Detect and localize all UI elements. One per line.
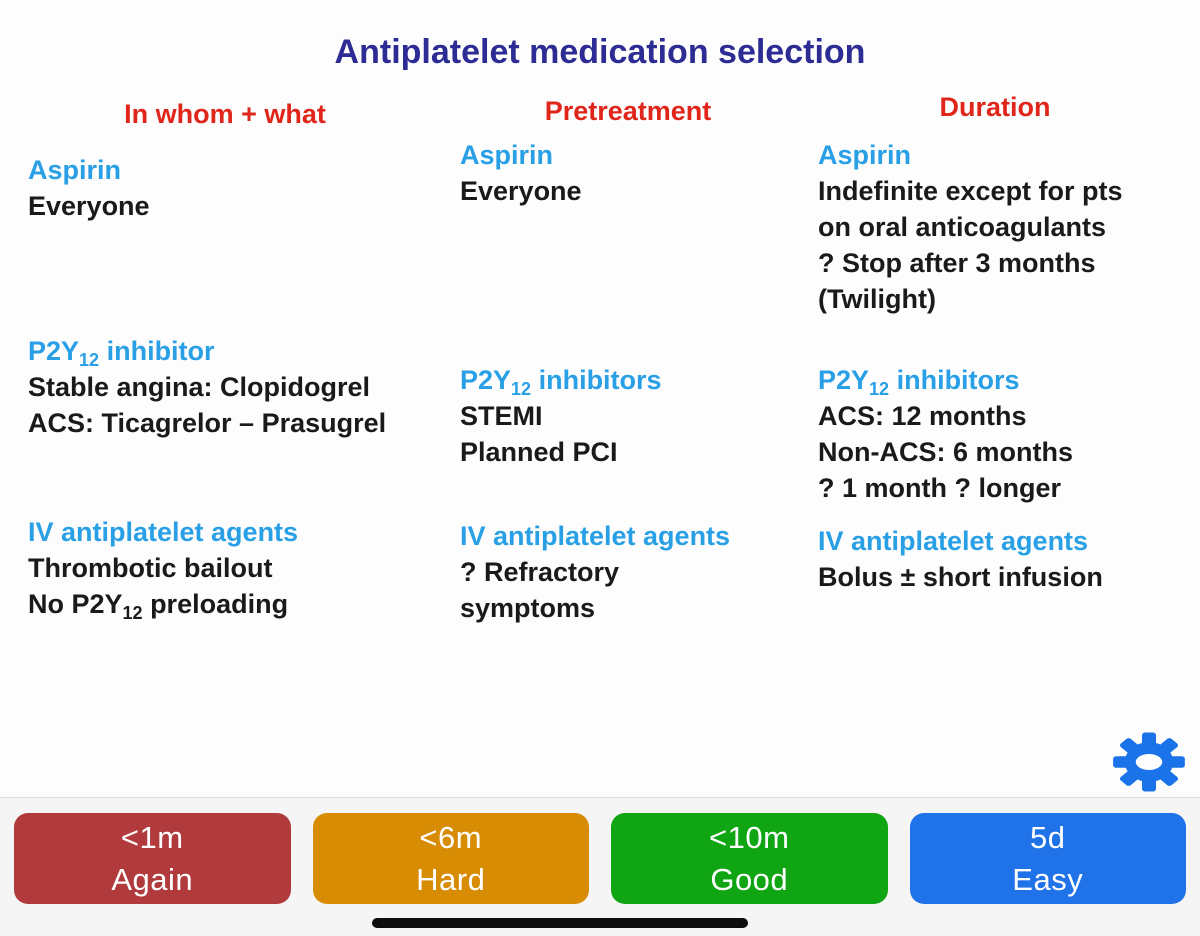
section-line: (Twilight): [818, 284, 936, 314]
section-heading: P2Y12 inhibitors: [818, 365, 1020, 399]
section-heading: IV antiplatelet agents: [460, 521, 731, 551]
answer-button-easy[interactable]: 5d Easy: [909, 813, 1186, 904]
section-line: Non-ACS: 6 months: [818, 437, 1073, 467]
answer-time: <1m: [120, 819, 184, 855]
section-line: symptoms: [460, 593, 596, 623]
section-p2y12-duration: P2Y12 inhibitors ACS: 12 months Non-ACS:…: [818, 362, 1188, 506]
section-line: Bolus ± short infusion: [818, 562, 1103, 592]
answer-label: Good: [710, 861, 789, 897]
section-line: ? Stop after 3 months: [818, 248, 1096, 278]
section-heading: P2Y12 inhibitor: [28, 336, 215, 370]
section-line: ? 1 month ? longer: [818, 473, 1061, 503]
section-line: Everyone: [28, 191, 150, 221]
section-line: Thrombotic bailout: [28, 553, 273, 583]
answer-button-again[interactable]: <1m Again: [14, 813, 291, 904]
section-line: on oral anticoagulants: [818, 212, 1107, 242]
answer-bar: <1m Again <6m Hard <10m Good 5d Easy: [0, 797, 1200, 936]
section-iv-duration: IV antiplatelet agents Bolus ± short inf…: [818, 523, 1188, 595]
section-heading: Aspirin: [818, 140, 912, 170]
section-line: No P2Y12 preloading: [28, 589, 289, 623]
section-line: Stable angina: Clopidogrel: [28, 372, 371, 402]
settings-gear-icon[interactable]: [1110, 730, 1188, 794]
gear-icon: [1113, 732, 1185, 792]
answer-button-hard[interactable]: <6m Hard: [312, 813, 589, 904]
section-p2y12-whom: P2Y12 inhibitor Stable angina: Clopidogr…: [28, 333, 448, 441]
section-line: Indefinite except for pts: [818, 176, 1123, 206]
card-content: Antiplatelet medication selection In who…: [28, 33, 1188, 626]
answer-button-good[interactable]: <10m Good: [611, 813, 888, 904]
section-line: STEMI: [460, 401, 543, 431]
section-line: Planned PCI: [460, 437, 618, 467]
section-aspirin-duration: Aspirin Indefinite except for pts on ora…: [818, 137, 1188, 317]
section-line: ACS: 12 months: [818, 401, 1027, 431]
home-indicator[interactable]: [372, 918, 748, 928]
section-p2y12-pretreatment: P2Y12 inhibitors STEMI Planned PCI: [460, 362, 800, 470]
column-header-pretreatment: Pretreatment: [544, 96, 712, 126]
answer-label: Easy: [1012, 861, 1084, 897]
answer-time: <10m: [709, 819, 790, 855]
section-heading: P2Y12 inhibitors: [460, 365, 662, 399]
answer-label: Hard: [416, 861, 486, 897]
answer-label: Again: [111, 861, 194, 897]
section-heading: IV antiplatelet agents: [28, 517, 299, 547]
answer-time: <6m: [419, 819, 483, 855]
section-aspirin-whom: Aspirin Everyone: [28, 152, 448, 224]
section-line: ? Refractory: [460, 557, 620, 587]
section-heading: Aspirin: [28, 155, 122, 185]
column-header-in-whom-what: In whom + what: [124, 99, 326, 129]
section-heading: IV antiplatelet agents: [818, 526, 1089, 556]
section-line: Everyone: [460, 176, 582, 206]
section-aspirin-pretreatment: Aspirin Everyone: [460, 137, 800, 209]
section-line: ACS: Ticagrelor – Prasugrel: [28, 408, 387, 438]
section-heading: Aspirin: [460, 140, 554, 170]
column-header-duration: Duration: [939, 92, 1051, 122]
section-iv-whom: IV antiplatelet agents Thrombotic bailou…: [28, 514, 448, 622]
card-title: Antiplatelet medication selection: [334, 33, 866, 71]
section-iv-pretreatment: IV antiplatelet agents ? Refractory symp…: [460, 518, 800, 626]
answer-time: 5d: [1030, 819, 1066, 855]
